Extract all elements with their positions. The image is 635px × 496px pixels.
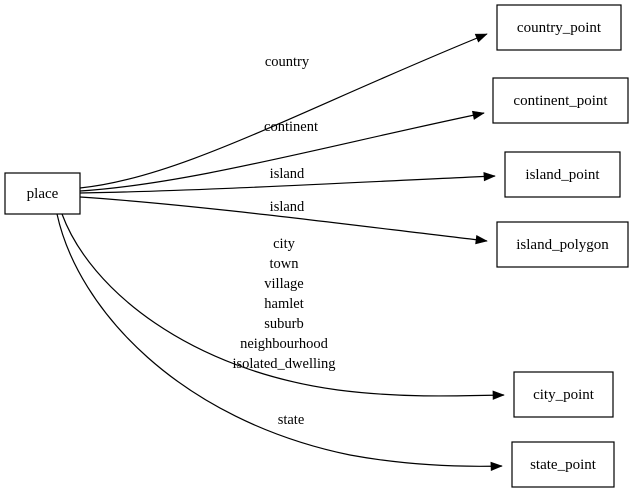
edge-place-continent_point-line[interactable] [79, 112, 485, 192]
node-label-island_polygon: island_polygon [516, 237, 609, 253]
node-state_point[interactable]: state_point [511, 441, 615, 488]
edge-place-island_point-label: island [270, 166, 305, 182]
nodes-layer: place country_point continent_point island_… [4, 4, 629, 488]
node-box-place[interactable] [4, 172, 81, 215]
node-box-city_point[interactable] [513, 371, 614, 418]
edge-place-city_point-line[interactable] [61, 213, 505, 397]
edge-place-city_point[interactable] [61, 213, 505, 400]
node-label-state_point: state_point [530, 457, 597, 473]
edge-place-country_point-line[interactable] [79, 33, 488, 189]
edge-place-city_point-label-line: suburb [264, 316, 303, 332]
edge-place-island_point-line[interactable] [79, 175, 496, 194]
edge-place-city_point-label-line: city [273, 236, 295, 252]
node-box-continent_point[interactable] [492, 77, 629, 124]
edge-place-continent_point-label: continent [264, 119, 318, 135]
node-island_point[interactable]: island_point [504, 151, 621, 198]
edge-place-country_point-label-line: country [265, 54, 310, 70]
edge-place-state_point-line[interactable] [56, 213, 503, 467]
node-city_point[interactable]: city_point [513, 371, 614, 418]
edge-place-continent_point[interactable] [79, 109, 485, 192]
edge-place-island_polygon-label: island [270, 199, 305, 215]
node-island_polygon[interactable]: island_polygon [496, 221, 629, 268]
edge-place-state_point-label-line: state [278, 412, 305, 428]
edge-place-island_polygon[interactable] [79, 196, 488, 245]
edge-place-city_point-label-line: village [264, 276, 303, 292]
edge-place-island_polygon-arrowhead-icon [475, 235, 488, 245]
edge-place-island_point[interactable] [79, 171, 496, 194]
node-box-country_point[interactable] [496, 4, 622, 51]
edge-place-city_point-arrowhead-icon [492, 390, 505, 400]
edge-place-city_point-label: city town village hamlet suburb neighbourhood… [232, 236, 335, 372]
edge-place-country_point-arrowhead-icon [474, 33, 488, 43]
node-label-continent_point: continent_point [513, 93, 608, 109]
node-place[interactable]: place [4, 172, 81, 215]
node-box-state_point[interactable] [511, 441, 615, 488]
edge-place-continent_point-label-line: continent [264, 119, 318, 135]
edge-place-state_point-label: state [278, 412, 305, 428]
edge-place-country_point[interactable] [79, 30, 489, 189]
edge-place-island_polygon-line[interactable] [79, 196, 488, 242]
edge-place-state_point[interactable] [56, 213, 503, 472]
node-continent_point[interactable]: continent_point [492, 77, 629, 124]
node-label-country_point: country_point [517, 20, 602, 36]
node-box-island_polygon[interactable] [496, 221, 629, 268]
edge-place-island_polygon-label-line: island [270, 199, 305, 215]
node-box-island_point[interactable] [504, 151, 621, 198]
node-label-place: place [27, 186, 59, 202]
node-label-city_point: city_point [533, 387, 595, 403]
edge-place-country_point-label: country [265, 54, 310, 70]
edges-layer [56, 30, 505, 472]
edge-place-city_point-label-line: town [270, 256, 300, 272]
edge-place-island_point-arrowhead-icon [483, 171, 496, 182]
edge-labels-layer: country continent island island city town vill… [232, 54, 335, 428]
edge-place-island_point-label-line: island [270, 166, 305, 182]
node-label-island_point: island_point [525, 167, 600, 183]
node-country_point[interactable]: country_point [496, 4, 622, 51]
edge-place-city_point-label-line: neighbourhood [240, 336, 329, 352]
edge-place-city_point-label-line: hamlet [264, 296, 303, 312]
edge-place-city_point-label-line: isolated_dwelling [232, 356, 335, 372]
edge-place-continent_point-arrowhead-icon [471, 110, 485, 120]
edge-place-state_point-arrowhead-icon [490, 461, 503, 472]
